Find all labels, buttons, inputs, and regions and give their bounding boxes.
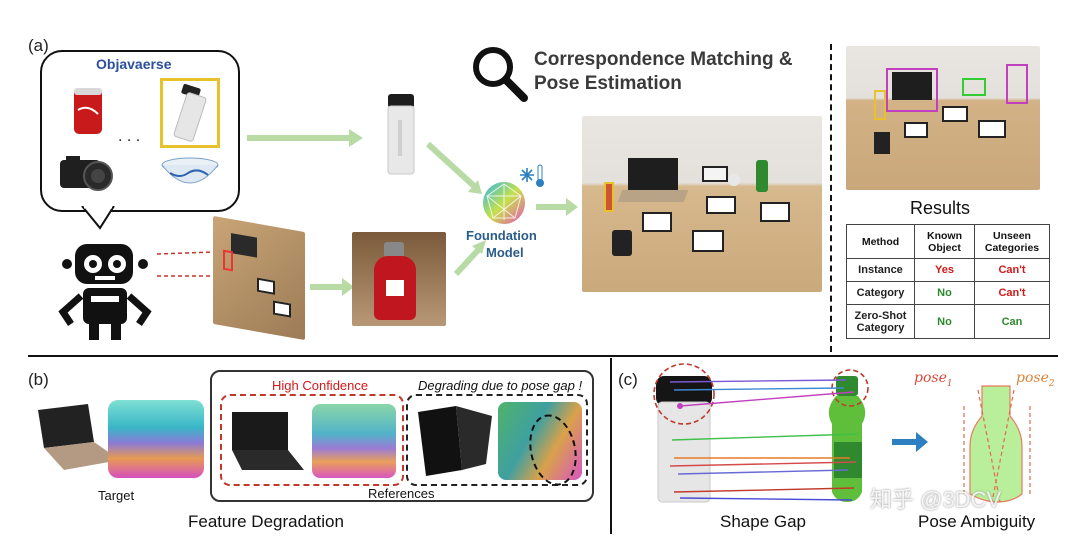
panel-c-label: (c) (618, 370, 638, 389)
table-row: Instance Yes Can't (846, 258, 1050, 282)
bubble-tail (81, 206, 115, 230)
reference-laptop-2 (418, 406, 492, 476)
bowl-image (161, 157, 219, 184)
high-confidence-box (220, 394, 404, 486)
shape-gap-illustration (653, 363, 869, 503)
selected-bottle-frame (160, 78, 220, 148)
results-divider (830, 44, 832, 352)
pose-2-label: pose2 (1016, 370, 1055, 389)
shape-gap-caption: Shape Gap (720, 512, 807, 531)
pose-2-text: pose (1016, 370, 1049, 386)
pose-ambiguity-illustration (963, 385, 1031, 503)
coke-can-image (74, 88, 102, 134)
panel-bc-divider (610, 358, 612, 534)
panel-a-label: (a) (28, 36, 49, 55)
panel-b-label: (b) (28, 370, 49, 389)
template-bottle-image (387, 94, 415, 175)
table-header-unseen: Unseen Categories (974, 224, 1050, 259)
high-confidence-label: High Confidence (268, 378, 373, 393)
main-scene-photo (582, 116, 822, 292)
table-header-known: Known Object (914, 224, 975, 259)
section-divider (28, 355, 1058, 357)
blue-arrow-icon (892, 432, 928, 452)
heading-line-1: Correspondence Matching & (534, 49, 793, 70)
table-cell-unseen: Can't (974, 258, 1050, 282)
table-cell-method: Category (846, 281, 915, 305)
results-title: Results (910, 198, 971, 218)
foundation-model-icon (483, 182, 525, 224)
dataset-title: Objavaerse (96, 56, 172, 72)
pose-2-subscript: 2 (1048, 378, 1055, 389)
result-photo (846, 46, 1040, 190)
foundation-model-label-1: Foundation (466, 228, 537, 243)
arrow-to-scene (536, 198, 578, 216)
arrow-scene-to-crop (310, 278, 354, 296)
table-cell-known: Yes (914, 258, 975, 282)
target-laptop-image (38, 404, 120, 470)
table-cell-method: Instance (846, 258, 915, 282)
pose-1-text: pose (914, 370, 947, 386)
table-cell-known: No (914, 304, 975, 339)
robot-icon (58, 244, 152, 340)
thermometer-icon (536, 164, 544, 187)
arrow-dataset-to-bottle (247, 129, 363, 147)
reference-feature-map-2 (498, 402, 582, 480)
heading-line-2: Pose Estimation (534, 73, 682, 94)
table-header-method: Method (846, 224, 915, 259)
reference-feature-map-1 (312, 404, 396, 478)
table-cell-method: Zero-Shot Category (846, 304, 915, 339)
table-row: Category No Can't (846, 281, 1050, 305)
cropped-object-photo (352, 232, 446, 326)
target-feature-map (108, 400, 204, 478)
table-row: Zero-Shot Category No Can (846, 304, 1050, 339)
results-table: Method Known Object Unseen Categories In… (846, 224, 1050, 339)
references-label: References (368, 486, 435, 501)
snowflake-icon (520, 168, 534, 182)
degrading-label: Degrading due to pose gap ! (414, 378, 587, 393)
pose-1-subscript: 1 (946, 378, 953, 389)
search-icon (473, 47, 528, 102)
degrading-box (406, 394, 588, 486)
pose-1-label: pose1 (914, 370, 953, 389)
table-cell-unseen: Can't (974, 281, 1050, 305)
table-cell-known: No (914, 281, 975, 305)
query-scene-photo (213, 215, 305, 341)
foundation-model-label-2: Model (486, 245, 524, 260)
bottle-image (173, 83, 207, 142)
table-cell-unseen: Can (974, 304, 1050, 339)
arrows-to-foundation-model (425, 141, 486, 277)
ellipsis: . . . (118, 128, 141, 145)
references-box (210, 370, 594, 502)
pose-ambiguity-caption: Pose Ambiguity (918, 512, 1036, 531)
feature-degradation-caption: Feature Degradation (188, 512, 344, 531)
target-label: Target (98, 488, 135, 503)
watermark: 知乎 @3DCV (870, 487, 1002, 512)
reference-laptop-1 (232, 412, 304, 470)
camera-image (60, 156, 113, 191)
